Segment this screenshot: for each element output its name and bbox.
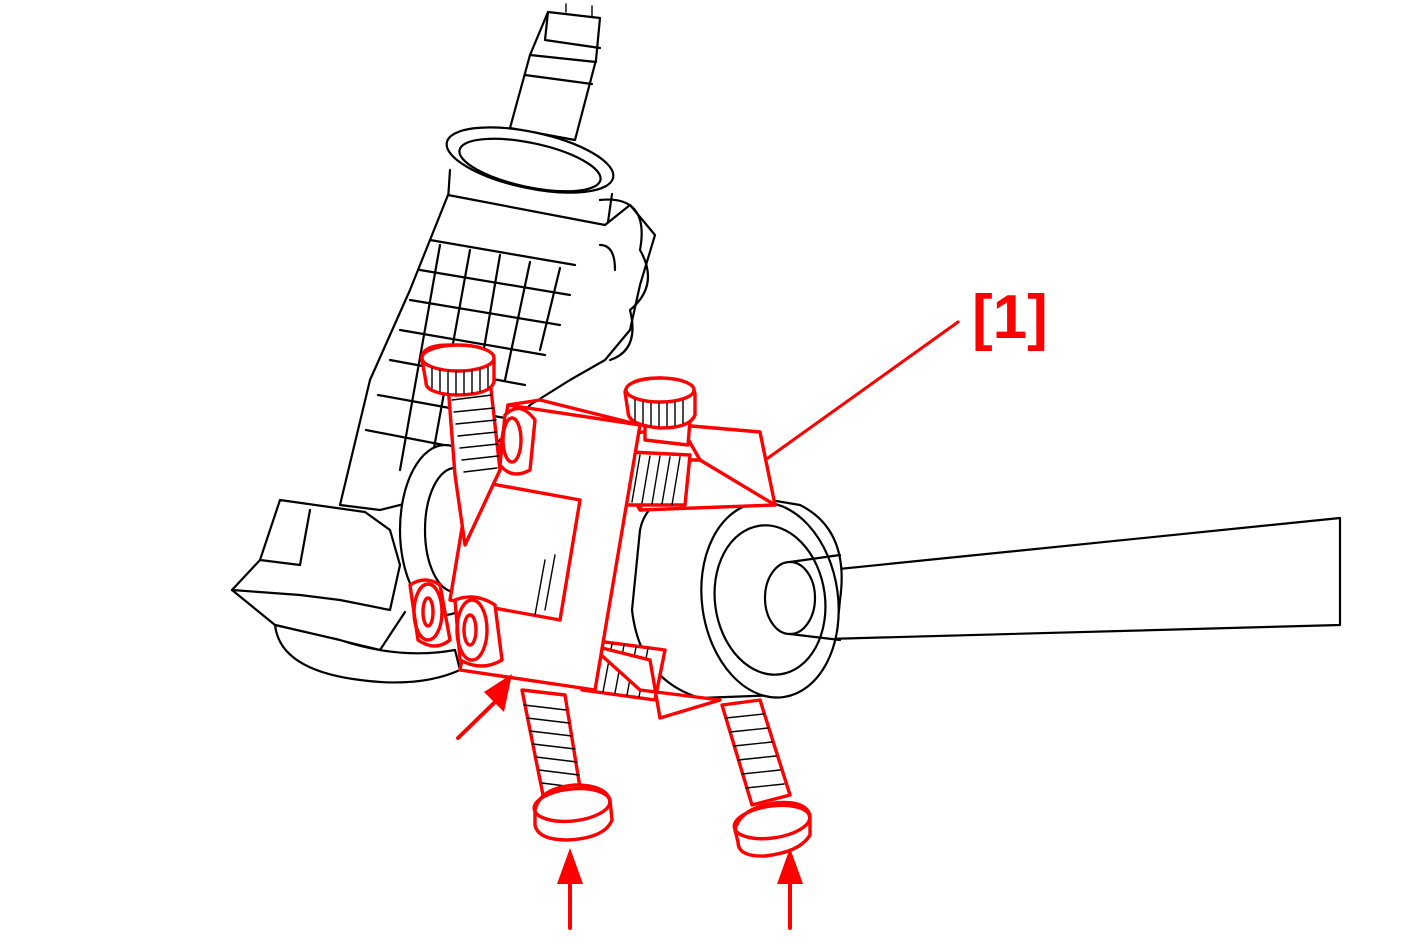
direction-arrow-left-bolt [557,848,583,930]
direction-arrow-diagonal [456,674,512,740]
input-shaft [508,3,602,142]
cap-screw-upper-right [623,376,697,447]
tie-rod [630,490,1342,700]
special-tool [408,343,812,858]
cap-screw-lower-right [720,698,812,858]
mounting-bracket [230,498,462,684]
direction-arrow-right-bolt [777,848,803,930]
cap-screw-lower-left [520,688,614,842]
cap-screw-upper-left [420,343,502,547]
callout-leader [766,320,960,460]
front-pin-bosses [408,578,504,668]
callout-label-1: [1] [972,283,1048,352]
